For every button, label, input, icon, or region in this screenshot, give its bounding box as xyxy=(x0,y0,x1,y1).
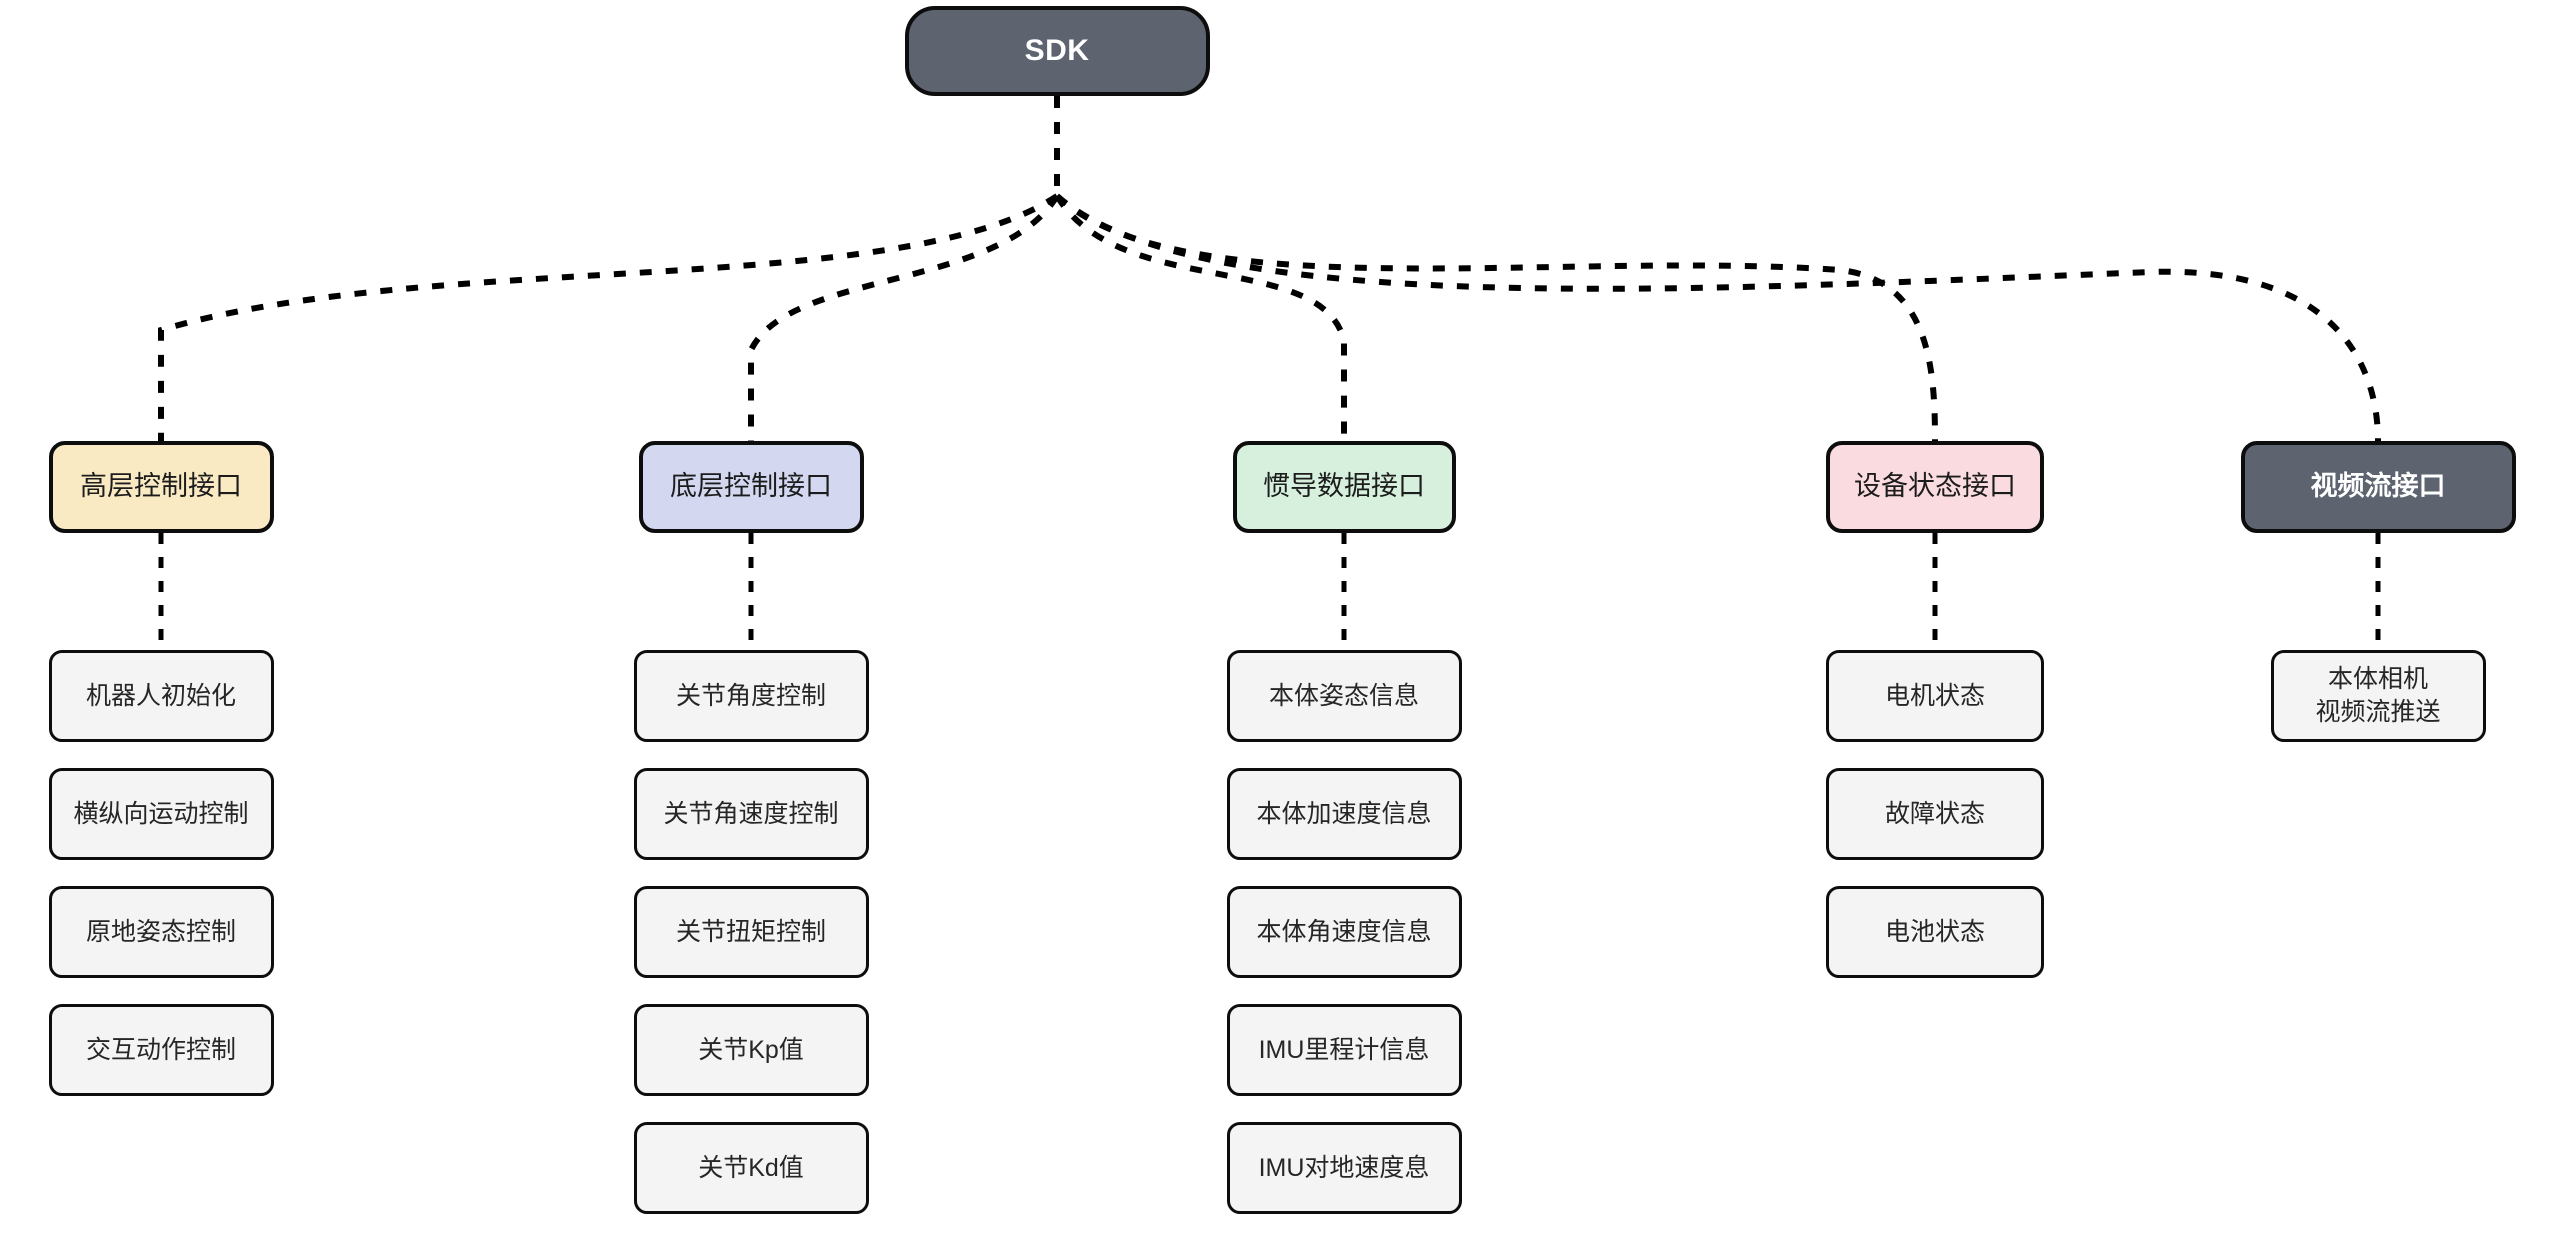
leaf-node-4-2[interactable]: 故障状态 xyxy=(1826,768,2044,860)
leaf-node-4-3[interactable]: 电池状态 xyxy=(1826,886,2044,978)
edge-root-to-category-4 xyxy=(1054,193,1938,442)
leaf-node-1-4[interactable]: 交互动作控制 xyxy=(48,1004,274,1096)
edge-root-to-category-3 xyxy=(1054,194,1347,441)
edge-root-to-category-5 xyxy=(1055,193,2381,442)
leaf-node-2-1[interactable]: 关节角度控制 xyxy=(633,650,869,742)
leaf-node-3-5[interactable]: IMU对地速度息 xyxy=(1226,1122,1462,1214)
leaf-node-3-2[interactable]: 本体加速度信息 xyxy=(1226,768,1462,860)
category-node-3[interactable]: 惯导数据接口 xyxy=(1232,441,1456,533)
edge-root-to-category-2 xyxy=(747,194,1060,441)
leaf-node-4-1[interactable]: 电机状态 xyxy=(1826,650,2044,742)
edge-root-to-category-1 xyxy=(157,193,1059,441)
category-node-2[interactable]: 底层控制接口 xyxy=(638,441,864,533)
leaf-node-2-4[interactable]: 关节Kp值 xyxy=(633,1004,869,1096)
leaf-node-2-3[interactable]: 关节扭矩控制 xyxy=(633,886,869,978)
leaf-node-2-5[interactable]: 关节Kd值 xyxy=(633,1122,869,1214)
category-node-5[interactable]: 视频流接口 xyxy=(2240,441,2516,533)
leaf-node-3-4[interactable]: IMU里程计信息 xyxy=(1226,1004,1462,1096)
leaf-node-5-1[interactable]: 本体相机 视频流推送 xyxy=(2270,650,2486,742)
leaf-node-3-1[interactable]: 本体姿态信息 xyxy=(1226,650,1462,742)
leaf-node-1-2[interactable]: 横纵向运动控制 xyxy=(48,768,274,860)
leaf-node-1-1[interactable]: 机器人初始化 xyxy=(48,650,274,742)
leaf-node-1-3[interactable]: 原地姿态控制 xyxy=(48,886,274,978)
category-node-1[interactable]: 高层控制接口 xyxy=(48,441,274,533)
leaf-node-3-3[interactable]: 本体角速度信息 xyxy=(1226,886,1462,978)
category-node-4[interactable]: 设备状态接口 xyxy=(1826,441,2044,533)
root-node-sdk[interactable]: SDK xyxy=(904,6,1210,96)
leaf-node-2-2[interactable]: 关节角速度控制 xyxy=(633,768,869,860)
